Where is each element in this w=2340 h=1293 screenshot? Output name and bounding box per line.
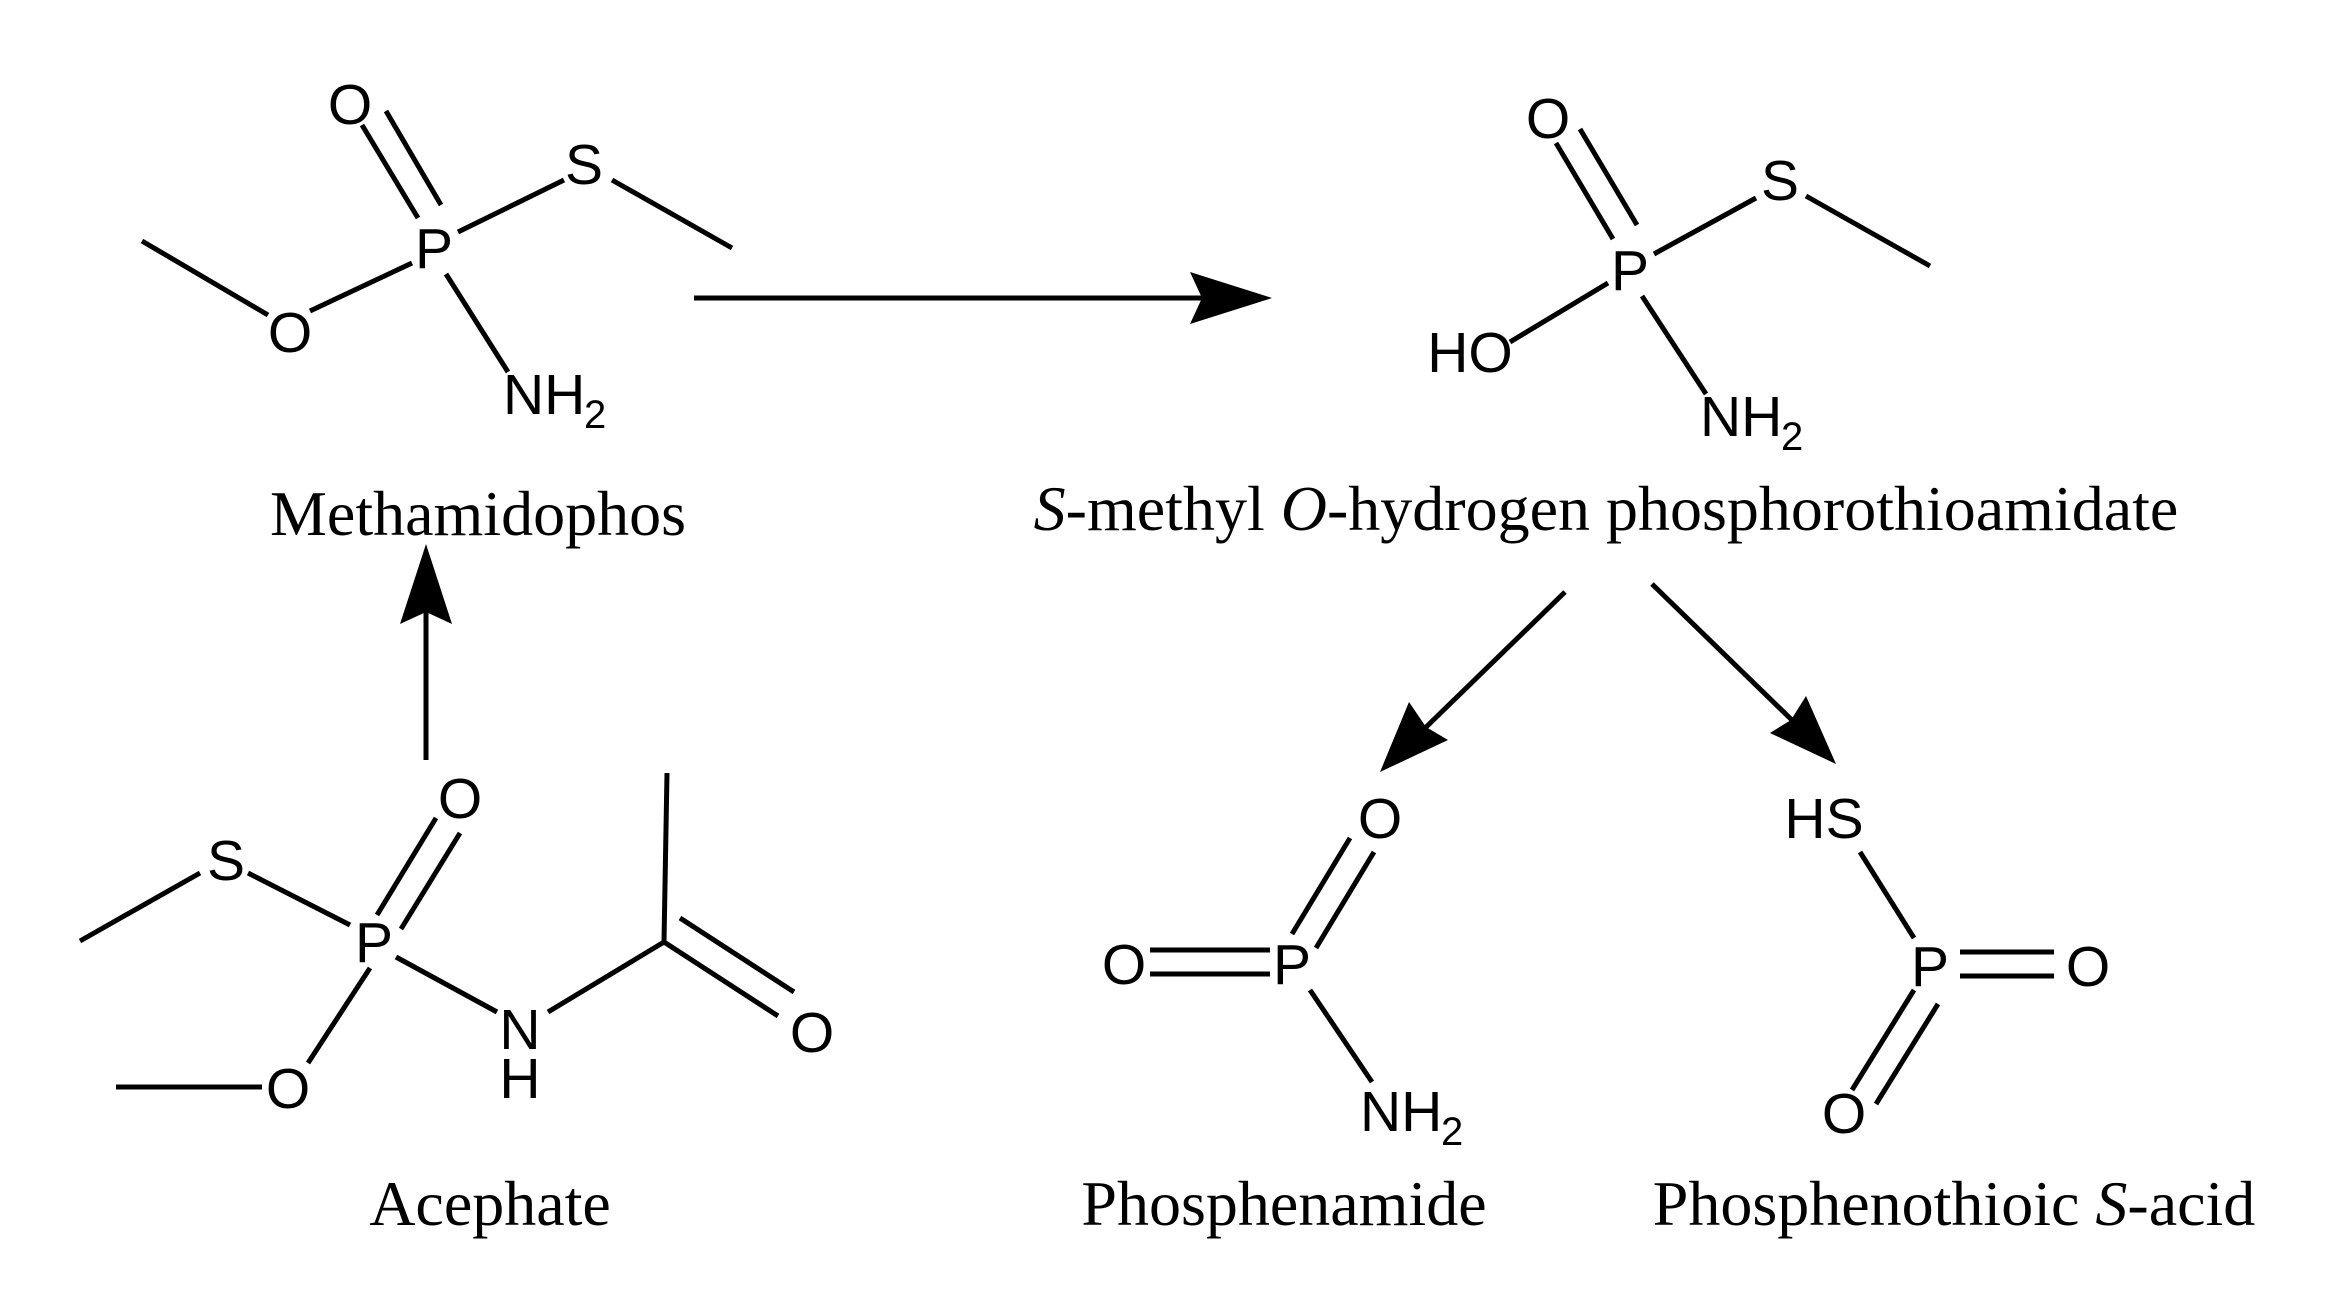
- bond-p-n: [394, 954, 499, 1015]
- atom-o: O: [268, 301, 312, 365]
- phosphenothioic-acid-label: Phosphenothioic S-acid: [1653, 1168, 2256, 1239]
- atom-nh: NH: [503, 363, 585, 427]
- atom-o: O: [2066, 935, 2110, 999]
- atom-s: S: [565, 133, 603, 197]
- bond-p-o-double-d: [1873, 1002, 1941, 1106]
- arrow-intermediate-to-phosphenothioic-acid: [1650, 582, 1836, 764]
- bond-s-p: [246, 870, 352, 928]
- bond-p-o-double-c: [1849, 988, 1917, 1092]
- methamidophos-structure: O P S O NH 2: [140, 73, 734, 437]
- bond-p-n: [1307, 988, 1375, 1084]
- atom-nh: NH: [1360, 1080, 1442, 1144]
- subscript-2: 2: [584, 393, 606, 437]
- bond-c-o-double-b: [678, 915, 796, 995]
- bond-ho-p: [1508, 280, 1610, 345]
- bond-p-o: [305, 966, 373, 1065]
- bond-p-o-double-b: [1577, 127, 1640, 227]
- bond-methyl-s: [78, 870, 202, 944]
- atom-o: O: [328, 73, 372, 137]
- bond-p-o-double-a: [374, 816, 439, 917]
- atom-o: O: [1102, 933, 1146, 997]
- bond-p-n: [1639, 294, 1709, 396]
- bond-p-o-double-a: [1289, 836, 1353, 936]
- atom-ho: HO: [1427, 321, 1513, 385]
- intermediate-label-o: O: [1281, 473, 1327, 544]
- atom-o: O: [1358, 787, 1402, 851]
- bond-hs-p: [1857, 850, 1917, 940]
- intermediate-label-part2: -hydrogen phosphorothioamidate: [1327, 473, 2178, 544]
- atom-p: P: [1611, 239, 1649, 303]
- phosphenamide-structure: O O P NH 2: [1102, 787, 1463, 1154]
- bond-p-s: [456, 177, 566, 235]
- phosphenamide-label: Phosphenamide: [1081, 1168, 1486, 1239]
- phosphenothioic-label-s: S: [2095, 1168, 2127, 1239]
- phosphenothioic-acid-structure: HS P O O: [1784, 787, 2110, 1146]
- bond-c-methyl: [661, 772, 670, 943]
- atom-p: P: [415, 217, 453, 281]
- subscript-2: 2: [1441, 1110, 1463, 1154]
- bond-methyl-o: [140, 238, 270, 318]
- bond-p-o-double-a: [1553, 141, 1616, 241]
- bond-p-o-double-b: [398, 831, 463, 931]
- acephate-structure: O S P N H O O: [78, 767, 834, 1121]
- bond-p-o-double-b: [383, 109, 444, 207]
- atom-o: O: [1526, 87, 1570, 151]
- methamidophos-label: Methamidophos: [270, 478, 686, 549]
- intermediate-label-s: S: [1034, 473, 1066, 544]
- atom-s: S: [1761, 149, 1799, 213]
- bond-o-p: [308, 260, 414, 314]
- atom-o: O: [1822, 1082, 1866, 1146]
- arrow-acephate-to-methamidophos: [400, 544, 452, 760]
- atom-n: N: [499, 998, 540, 1062]
- intermediate-label-part1: -methyl: [1066, 473, 1281, 544]
- intermediate-label: S-methyl O-hydrogen phosphorothioamidate: [1034, 473, 2179, 544]
- subscript-2: 2: [1781, 415, 1803, 459]
- bond-s-methyl: [1804, 193, 1932, 269]
- atom-o: O: [790, 1001, 834, 1065]
- atom-p: P: [355, 911, 393, 975]
- atom-p: P: [1911, 935, 1949, 999]
- bond-p-n: [443, 272, 511, 374]
- atom-p: P: [1273, 933, 1311, 997]
- arrow-methamidophos-to-intermediate: [694, 272, 1272, 324]
- atom-hs: HS: [1784, 787, 1863, 851]
- bond-c-o-double-a: [662, 939, 780, 1019]
- intermediate-structure: O P S HO NH 2: [1427, 87, 1932, 459]
- atom-o: O: [438, 767, 482, 831]
- phosphenothioic-label-part1: Phosphenothioic: [1653, 1168, 2096, 1239]
- bond-n-c: [546, 939, 666, 1015]
- bond-p-s: [1652, 195, 1758, 257]
- atom-h: H: [499, 1047, 540, 1111]
- atom-s: S: [207, 829, 245, 893]
- arrow-intermediate-to-phosphenamide: [1380, 590, 1567, 772]
- bond-s-methyl: [610, 177, 734, 251]
- bond-p-o-double-b: [1313, 850, 1377, 950]
- atom-o: O: [266, 1057, 310, 1121]
- atom-nh: NH: [1700, 385, 1782, 449]
- bond-p-o-double-a: [359, 123, 421, 220]
- phosphenothioic-label-part2: -acid: [2127, 1168, 2255, 1239]
- acephate-label: Acephate: [369, 1168, 611, 1239]
